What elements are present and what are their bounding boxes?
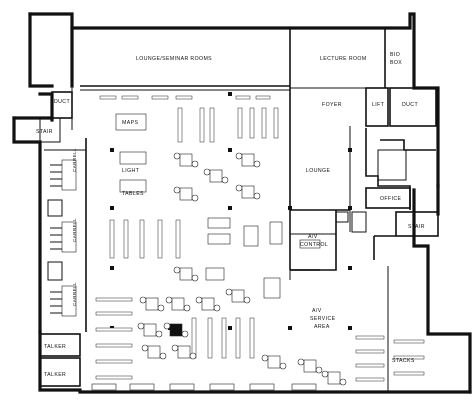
label-carrell-1: CARRELL xyxy=(72,148,77,172)
label-office: OFFICE xyxy=(380,196,402,202)
label-foyer: FOYER xyxy=(322,102,342,108)
label-bio-box-2: BOX xyxy=(390,60,402,66)
label-av-service-2: SERVICE xyxy=(310,316,336,322)
label-lounge: LOUNGE xyxy=(306,168,330,174)
label-lecture-room: LECTURE ROOM xyxy=(320,56,367,62)
label-duct-left: DUCT xyxy=(54,99,70,105)
label-tables: TABLES xyxy=(122,191,144,197)
label-lounge-seminar-rooms: LOUNGE/SEMINAR ROOMS xyxy=(136,56,212,62)
outer-walls xyxy=(12,12,472,394)
label-talker-2: TALKER xyxy=(44,372,66,378)
label-carrell-2: CARRELL xyxy=(72,218,77,242)
label-av-control-1: A/V xyxy=(308,234,318,240)
label-stair-left: STAIR xyxy=(36,129,53,135)
label-talker-1: TALKER xyxy=(44,344,66,350)
label-av-service-3: AREA xyxy=(314,324,330,330)
label-light: LIGHT xyxy=(122,168,140,174)
label-maps: MAPS xyxy=(122,120,138,126)
interior-partitions xyxy=(39,28,439,392)
shelving xyxy=(95,95,425,382)
label-av-service-1: A/V xyxy=(312,308,322,314)
chair-clusters xyxy=(137,152,347,386)
carrels xyxy=(47,159,77,317)
label-bio-box-1: BIO xyxy=(390,52,400,58)
label-stacks: STACKS xyxy=(392,358,415,364)
label-av-control-2: CONTROL xyxy=(300,242,328,248)
label-stair-right: STAIR xyxy=(408,224,425,230)
label-lift: LIFT xyxy=(372,102,385,108)
tables xyxy=(91,113,317,391)
room-labels: LOUNGE/SEMINAR ROOMS LECTURE ROOM BIO BO… xyxy=(36,52,425,378)
label-duct-right: DUCT xyxy=(402,102,418,108)
lounge-furniture xyxy=(290,211,367,249)
label-carrell-3: CARRELL xyxy=(72,282,77,306)
